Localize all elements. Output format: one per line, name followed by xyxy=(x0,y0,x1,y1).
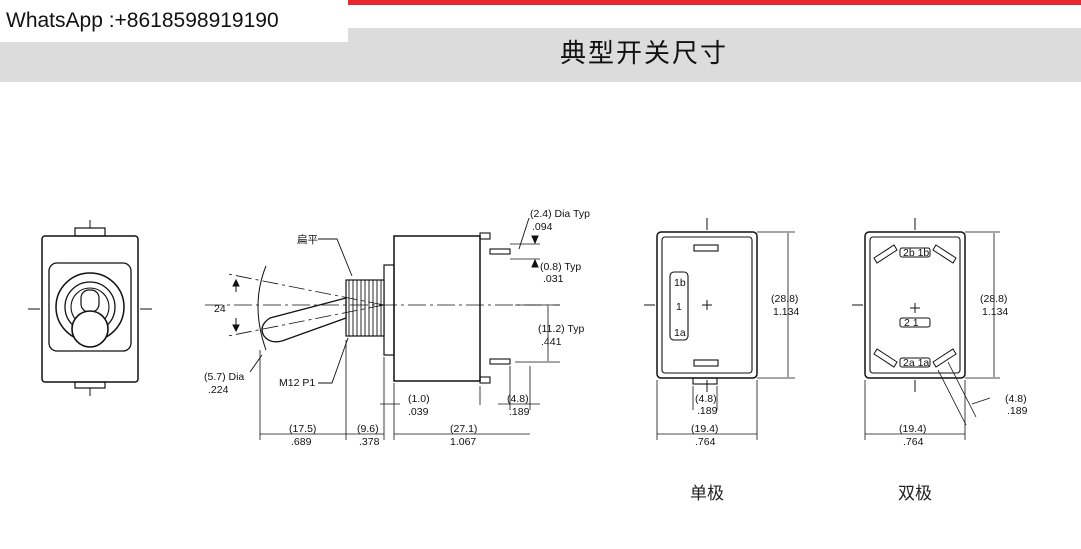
sp-height-in: 1.134 xyxy=(773,306,799,318)
dim-terminal-in: .189 xyxy=(509,406,530,418)
terminal-pitch-mm: (11.2) Typ xyxy=(538,323,584,335)
page-title: 典型开关尺寸 xyxy=(560,39,729,69)
sp-terminal-1b: 1b xyxy=(674,277,686,289)
terminal-pitch-in: .441 xyxy=(541,336,562,348)
lever-dia-in: .224 xyxy=(208,384,229,396)
terminal-thickness-in: .031 xyxy=(543,273,564,285)
sp-terminal-1a: 1a xyxy=(674,327,686,339)
dim-bushing-mm: (9.6) xyxy=(357,423,379,435)
dp-height-mm: (28.8) xyxy=(980,293,1007,305)
lever-dia-mm: (5.7) Dia xyxy=(204,371,244,383)
dp-terminal-mid: 2 1 xyxy=(904,317,919,329)
terminal-dia-mm: (2.4) Dia Typ xyxy=(530,208,590,220)
sp-terminal-1: 1 xyxy=(676,301,682,313)
thread-label: M12 P1 xyxy=(279,377,315,389)
dim-flange-mm: (1.0) xyxy=(408,393,430,405)
sp-width-in: .764 xyxy=(695,436,716,448)
dp-tab-mm: (4.8) xyxy=(1005,393,1027,405)
double-pole-view xyxy=(852,218,1000,440)
dp-terminal-top: 2b 1b xyxy=(903,247,929,259)
dim-terminal-mm: (4.8) xyxy=(507,393,529,405)
dim-lever-mm: (17.5) xyxy=(289,423,316,435)
front-view xyxy=(28,220,152,396)
dp-height-in: 1.134 xyxy=(982,306,1008,318)
angle-label: 24 xyxy=(214,303,226,315)
contact-label: WhatsApp :+8618598919190 xyxy=(0,0,348,42)
sp-tab-mm: (4.8) xyxy=(695,393,717,405)
top-accent-bar xyxy=(348,0,1081,5)
single-pole-view xyxy=(644,218,795,440)
dp-width-in: .764 xyxy=(903,436,924,448)
dp-tab-in: .189 xyxy=(1007,405,1028,417)
single-pole-caption: 单极 xyxy=(690,484,724,504)
flat-label: 扁平 xyxy=(297,233,318,246)
dim-body-in: 1.067 xyxy=(450,436,476,448)
terminal-dia-in: .094 xyxy=(532,221,553,233)
dim-lever-in: .689 xyxy=(291,436,312,448)
terminal-thickness-mm: (0.8) Typ xyxy=(540,261,581,273)
double-pole-caption: 双极 xyxy=(898,484,932,504)
dim-bushing-in: .378 xyxy=(359,436,380,448)
dim-body-mm: (27.1) xyxy=(450,423,477,435)
dp-width-mm: (19.4) xyxy=(899,423,926,435)
dp-terminal-bot: 2a 1a xyxy=(903,357,929,369)
sp-tab-in: .189 xyxy=(697,405,718,417)
dim-flange-in: .039 xyxy=(408,406,429,418)
sp-height-mm: (28.8) xyxy=(771,293,798,305)
sp-width-mm: (19.4) xyxy=(691,423,718,435)
side-view xyxy=(205,217,560,440)
